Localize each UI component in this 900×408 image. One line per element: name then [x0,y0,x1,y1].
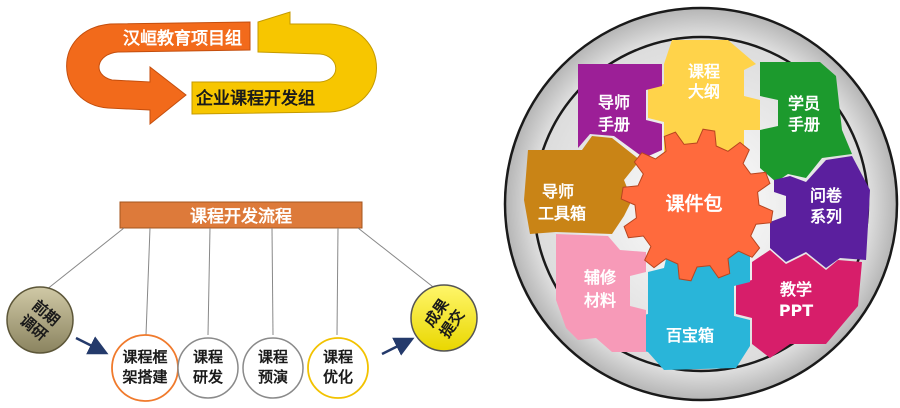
step-2-line-1: 课程 [193,348,223,366]
connector-step-2 [207,227,211,336]
process-step-2: 课程 研发 [177,337,239,399]
process-title-bar [119,201,363,229]
piece-questionnaire [770,156,870,268]
questionnaire-line-1: 问卷 [810,186,843,205]
toolkit-line-1: 导师 [542,182,574,201]
yellow-arrow [191,11,377,115]
courseware-package: 课件包 课程 大纲 学员 手册 问卷 系列 教学 PPT 百宝箱 辅修 材料 导… [503,6,899,402]
piece-toolkit [524,136,640,234]
connector-step-1 [145,227,151,336]
student-line-1: 学员 [788,94,820,113]
arrow-start-to-steps [75,336,109,355]
ppt-line-1: 教学 [780,280,812,299]
piece-student [760,62,852,182]
piece-ppt [736,250,862,358]
process-end: 成果 提交 [410,284,478,352]
tutor-line-1: 导师 [598,93,630,112]
student-line-2: 手册 [788,115,820,134]
collab-arrows: 汉峘教育项目组 企业课程开发组 [66,11,377,126]
step-4-line-2: 优化 [323,368,353,386]
center-gear [620,128,774,282]
connector-end [357,227,438,291]
step-3-line-1: 课程 [258,348,288,366]
piece-tutor [578,64,662,158]
arrow-steps-to-end [381,337,415,356]
review-line-2: 材料 [584,291,616,310]
step-4-line-1: 课程 [323,348,353,366]
collab-top-label: 汉峘教育项目组 [123,28,242,49]
orange-arrow [66,21,251,126]
step-3-line-2: 预演 [258,368,288,386]
step-2-line-2: 研发 [193,368,224,386]
collab-bottom-label: 企业课程开发组 [195,88,315,109]
connector-step-4 [336,227,339,336]
outline-line-1: 课程 [688,62,720,81]
process-step-3: 课程 预演 [242,337,304,399]
step-1-line-2: 架搭建 [121,368,168,386]
end-bubble [410,284,478,352]
step-circle [242,337,304,399]
treasure-line-1: 百宝箱 [666,326,714,345]
center-label: 课件包 [665,192,722,215]
process-connectors [45,227,438,336]
step-1-line-1: 课程框 [122,348,167,366]
connector-step-3 [271,227,274,336]
process-step-4: 课程 优化 [307,337,369,399]
process-flow: 课程开发流程 前期 调研 课程框 架搭建 课程 [6,201,478,402]
step-circle [177,337,239,399]
toolkit-line-2: 工具箱 [538,204,586,223]
review-line-1: 辅修 [584,268,617,287]
questionnaire-line-2: 系列 [810,207,842,226]
outline-line-2: 大纲 [688,82,720,101]
tutor-line-2: 手册 [598,115,630,134]
step-circle [307,337,369,399]
start-bubble [6,286,74,354]
process-step-1: 课程框 架搭建 [111,334,179,402]
ppt-line-2: PPT [779,301,813,320]
process-title: 课程开发流程 [190,206,292,227]
connector-start [45,227,125,291]
piece-review [556,234,646,352]
process-start: 前期 调研 [6,286,74,354]
